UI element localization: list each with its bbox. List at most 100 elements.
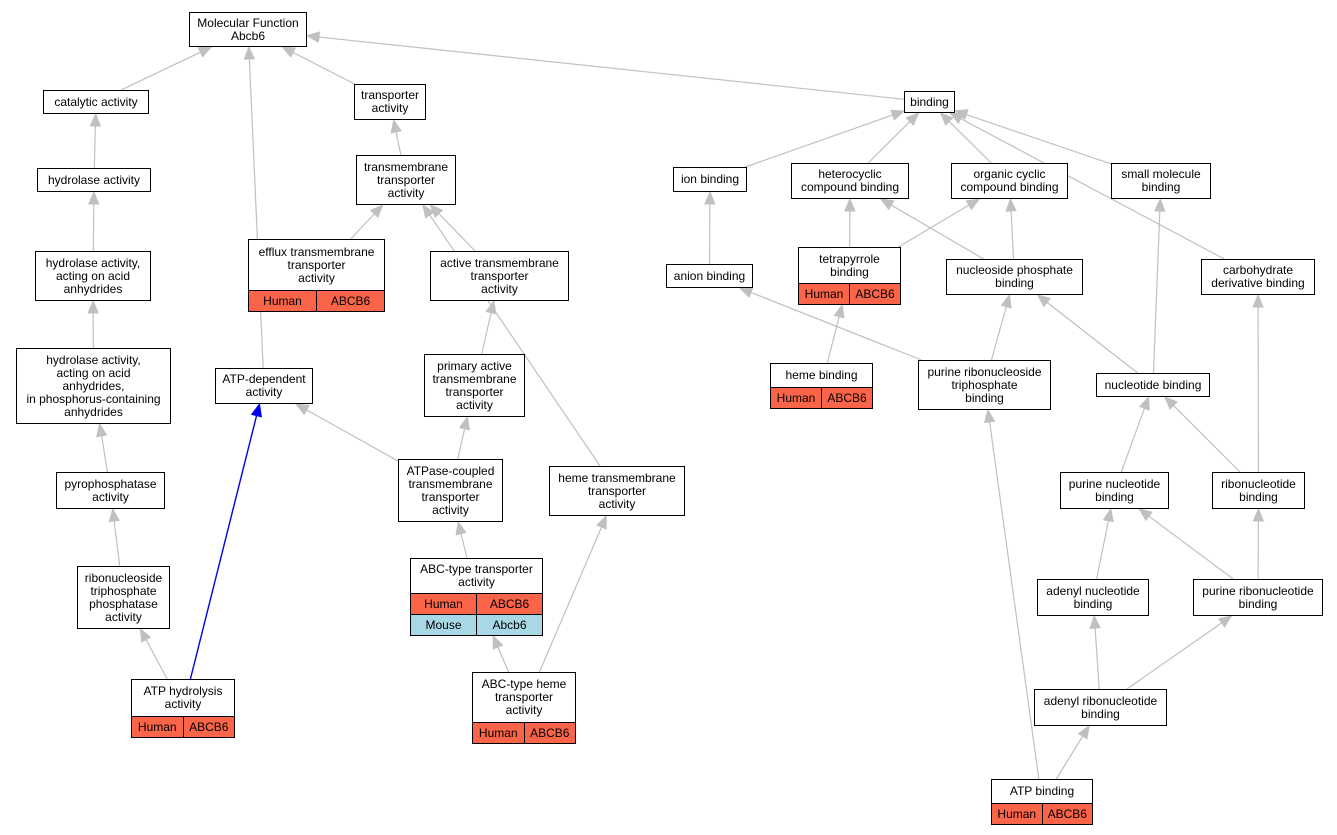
node-label: adenyl ribonucleotide binding xyxy=(1043,693,1158,721)
node-nucleoside-phosphate-binding[interactable]: nucleoside phosphate binding xyxy=(946,259,1083,295)
edge-smb-to-bind xyxy=(966,114,1112,165)
node-transmembrane-transporter-activity[interactable]: transmembrane transporter activity xyxy=(356,155,456,205)
arrowhead-bind-to-mf xyxy=(305,31,321,43)
arrowhead-prnt-to-nsp xyxy=(1000,293,1012,309)
node-label: transmembrane transporter activity xyxy=(363,159,449,200)
arrowhead-efflux-to-tmt xyxy=(369,204,384,219)
node-adenyl-ribonucleotide-binding[interactable]: adenyl ribonucleotide binding xyxy=(1034,689,1167,726)
node-label: heterocyclic compound binding xyxy=(800,167,900,194)
node-atp-dependent-activity[interactable]: ATP-dependent activity xyxy=(215,368,313,404)
edge-prnb-to-purnb xyxy=(1148,515,1234,580)
node-efflux-transmembrane-transporter-activity[interactable]: efflux transmembrane transporter activit… xyxy=(248,239,385,312)
edge-atpdep-to-mf xyxy=(248,58,264,369)
edge-prnt-to-nsp xyxy=(990,306,1007,361)
arrowhead-nsp-to-orgb xyxy=(1005,197,1017,212)
node-transporter-activity[interactable]: transporter activity xyxy=(354,84,426,120)
node-label: hydrolase activity, acting on acid anhyd… xyxy=(26,352,161,419)
node-heterocyclic-compound-binding[interactable]: heterocyclic compound binding xyxy=(791,163,909,199)
node-hydrolase-in-phosphorus-containing-anhydrides[interactable]: hydrolase activity, acting on acid anhyd… xyxy=(16,348,171,424)
node-catalytic-activity[interactable]: catalytic activity xyxy=(43,90,149,114)
node-ribonucleotide-binding[interactable]: ribonucleotide binding xyxy=(1212,472,1305,509)
node-carbohydrate-derivative-binding[interactable]: carbohydrate derivative binding xyxy=(1201,259,1315,295)
node-ribonucleoside-triphosphate-phosphatase-activity[interactable]: ribonucleoside triphosphate phosphatase … xyxy=(77,566,170,629)
node-small-molecule-binding[interactable]: small molecule binding xyxy=(1111,163,1211,199)
node-label: active transmembrane transporter activit… xyxy=(440,255,559,296)
node-label: adenyl nucleotide binding xyxy=(1046,583,1140,611)
node-anion-binding[interactable]: anion binding xyxy=(666,264,753,288)
arrowhead-atpase-to-atpdep xyxy=(294,403,310,416)
node-organic-cyclic-compound-binding[interactable]: organic cyclic compound binding xyxy=(951,163,1068,199)
arrowhead-abch-to-abc xyxy=(492,634,504,650)
node-purine-ribonucleotide-binding[interactable]: purine ribonucleotide binding xyxy=(1193,579,1323,616)
node-pyrophosphatase-activity[interactable]: pyrophosphatase activity xyxy=(56,472,165,509)
arrowhead-nucb-to-nsp xyxy=(1036,294,1051,308)
organism-label: Human xyxy=(992,804,1042,824)
node-adenyl-nucleotide-binding[interactable]: adenyl nucleotide binding xyxy=(1037,579,1149,616)
node-abc-type-heme-transporter-activity[interactable]: ABC-type heme transporter activity Human… xyxy=(472,672,576,744)
edge-carb-to-bind xyxy=(960,118,1225,260)
node-hydrolase-acting-on-acid-anhydrides[interactable]: hydrolase activity, acting on acid anhyd… xyxy=(35,251,151,301)
node-label: catalytic activity xyxy=(54,94,138,109)
edge-ribonb-to-nucb xyxy=(1173,405,1241,473)
gene-label: ABCB6 xyxy=(821,388,872,408)
arrowhead-prnt-to-anion xyxy=(738,287,754,298)
arrowhead-cat-to-mf xyxy=(197,46,213,58)
node-label: nucleoside phosphate binding xyxy=(956,263,1073,290)
organism-label: Human xyxy=(249,291,316,311)
edge-bind-to-mf xyxy=(318,36,905,100)
node-label: nucleotide binding xyxy=(1104,377,1202,392)
edge-abch-to-hemet xyxy=(538,526,603,673)
arrowhead-tetra-to-hetb xyxy=(844,197,856,212)
node-purine-nucleotide-binding[interactable]: purine nucleotide binding xyxy=(1060,472,1169,509)
arrowhead-nucb-to-smb xyxy=(1154,197,1166,212)
gene-label: Abcb6 xyxy=(476,615,542,635)
node-label: ribonucleoside triphosphate phosphatase … xyxy=(84,570,163,624)
edge-prnt-to-anion xyxy=(750,291,922,361)
arrowhead-nsp-to-hetb xyxy=(879,198,895,211)
edge-nsp-to-orgb xyxy=(1010,210,1015,260)
arrowhead-hyacp-to-hyac xyxy=(87,299,99,314)
node-label: pyrophosphatase activity xyxy=(64,476,157,504)
edge-nucb-to-smb xyxy=(1152,210,1161,374)
arrowhead-primary-to-active xyxy=(485,299,497,315)
edge-orgb-to-bind xyxy=(948,121,992,164)
node-hydrolase-activity[interactable]: hydrolase activity xyxy=(37,168,151,192)
node-ion-binding[interactable]: ion binding xyxy=(673,167,747,192)
arrowhead-pyro-to-hyacp xyxy=(96,422,108,438)
edge-nsp-to-hetb xyxy=(890,204,984,260)
node-nucleotide-binding[interactable]: nucleotide binding xyxy=(1096,373,1210,397)
arrowhead-tmt-to-trans xyxy=(390,118,402,134)
edge-pyro-to-hyacp xyxy=(101,435,109,473)
gene-label: ABCB6 xyxy=(316,291,384,311)
node-molecular-function[interactable]: Molecular Function Abcb6 xyxy=(189,12,307,47)
node-purine-ribonucleoside-triphosphate-binding[interactable]: purine ribonucleoside triphosphate bindi… xyxy=(918,360,1051,410)
arrowhead-ribonb-to-carb xyxy=(1252,293,1264,308)
node-label: small molecule binding xyxy=(1121,167,1201,194)
edge-atph-to-rntp xyxy=(145,639,168,680)
edge-atpb-to-adrnb xyxy=(1055,735,1084,780)
node-primary-active-transmembrane-transporter-activity[interactable]: primary active transmembrane transporter… xyxy=(424,354,525,417)
arrowhead-abch-to-hemet xyxy=(596,514,607,530)
node-active-transmembrane-transporter-activity[interactable]: active transmembrane transporter activit… xyxy=(430,251,569,301)
node-label: anion binding xyxy=(673,268,746,283)
edge-ionb-to-bind xyxy=(745,114,893,168)
edge-rntp-to-pyro xyxy=(113,520,121,567)
edge-adrnb-to-adnb xyxy=(1094,627,1100,690)
node-label: primary active transmembrane transporter… xyxy=(432,358,517,412)
edge-tetra-to-orgb xyxy=(898,204,970,248)
organism-label: Human xyxy=(411,594,476,614)
node-label: ion binding xyxy=(680,172,740,186)
node-binding[interactable]: binding xyxy=(904,91,955,113)
edge-atpase-to-primary xyxy=(457,428,466,460)
node-atpase-coupled-transmembrane-transporter-activity[interactable]: ATPase-coupled transmembrane transporter… xyxy=(398,459,503,522)
node-heme-transmembrane-transporter-activity[interactable]: heme transmembrane transporter activity xyxy=(549,466,685,516)
edge-atpase-to-atpdep xyxy=(306,409,399,462)
edge-cat-to-mf xyxy=(120,51,201,91)
